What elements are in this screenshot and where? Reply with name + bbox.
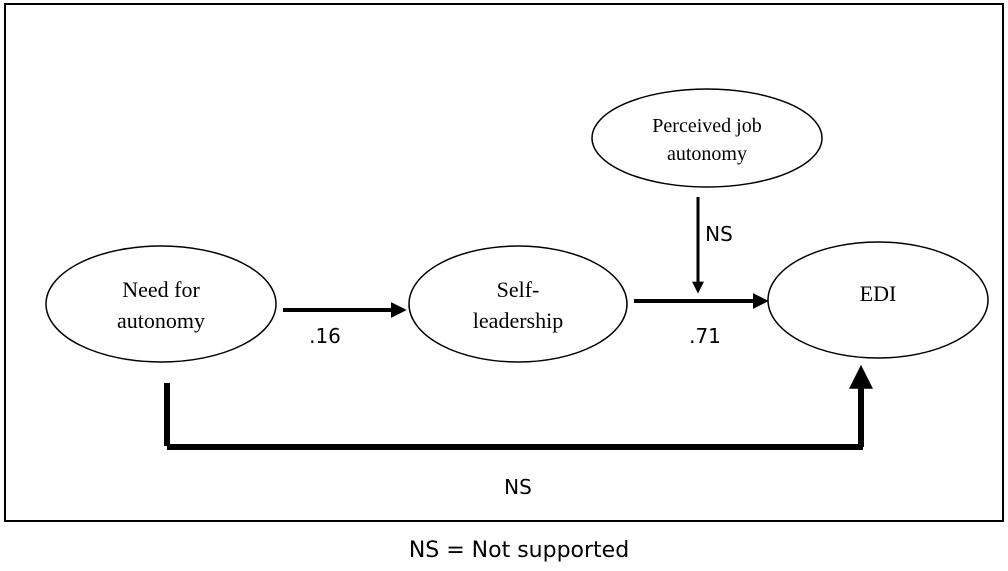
node-need-for-autonomy-label-2: autonomy: [117, 308, 205, 333]
edge-self-leadership-to-edi: .71: [634, 293, 769, 348]
edge-need-to-edi-direct-label: NS: [504, 475, 532, 499]
node-self-leadership-shape: [408, 245, 628, 363]
node-need-for-autonomy-shape: [45, 245, 277, 363]
node-perceived-job-autonomy-label-2: autonomy: [667, 143, 747, 165]
node-perceived-job-autonomy-shape: [591, 88, 823, 188]
edge-self-leadership-to-edi-label: .71: [689, 324, 721, 348]
edge-perceived-moderation: NS: [692, 197, 733, 294]
edge-need-to-self-leadership-label: .16: [309, 324, 341, 348]
edge-need-to-edi-direct: NS: [164, 364, 873, 499]
diagram-frame: [4, 3, 1004, 522]
node-need-for-autonomy-label-1: Need for: [122, 277, 200, 302]
node-perceived-job-autonomy-label-1: Perceived job: [652, 115, 761, 137]
edge-need-to-self-leadership: .16: [283, 302, 407, 348]
node-need-for-autonomy: Need for autonomy: [45, 245, 277, 363]
node-self-leadership-label-2: leadership: [473, 308, 563, 333]
node-self-leadership: Self- leadership: [408, 245, 628, 363]
node-perceived-job-autonomy: Perceived job autonomy: [591, 88, 823, 188]
edge-perceived-moderation-label: NS: [705, 222, 733, 246]
node-self-leadership-label-1: Self-: [497, 277, 540, 302]
node-edi: EDI: [767, 241, 989, 359]
diagram-caption: NS = Not supported: [409, 538, 629, 563]
node-edi-label: EDI: [860, 281, 897, 306]
